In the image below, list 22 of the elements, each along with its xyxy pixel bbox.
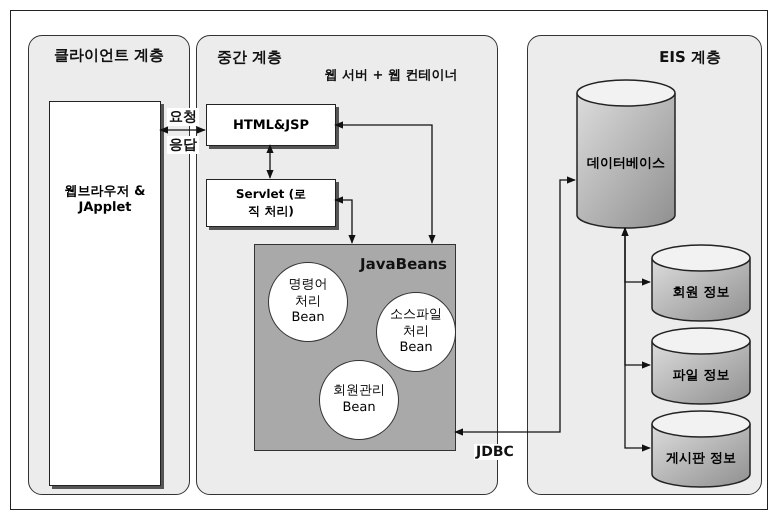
database-cylinder: 파일 정보: [651, 327, 751, 405]
arrow: [159, 126, 206, 134]
arrow: [334, 121, 436, 244]
bean-circle: 회원관리 Bean: [319, 360, 399, 440]
arrow: [621, 227, 651, 452]
component-box: JavaBeans 명령어 처리 Bean 소스파일 처리 Bean 회원관리 Bean: [254, 244, 456, 451]
arrow: [454, 176, 576, 436]
edge-label: JDBC: [474, 444, 516, 460]
response-label: 응답: [167, 136, 199, 154]
bean-circle: 명령어 처리 Bean: [268, 262, 348, 342]
arrow: [266, 144, 274, 179]
process-box: Servlet (로직 처리): [206, 179, 336, 227]
arrow: [334, 196, 356, 244]
database-cylinder: 데이터베이스: [576, 79, 676, 229]
process-box: HTML&JSP: [206, 104, 336, 146]
edge-label: 요청: [167, 108, 199, 126]
bean-circle: 소스파일 처리 Bean: [376, 292, 456, 372]
database-cylinder: 게시판 정보: [651, 410, 751, 488]
database-cylinder: 회원 정보: [651, 244, 751, 322]
tier-panel: EIS 계층 데이터베이스 회원 정보 파일 정보 게시판 정보: [527, 35, 762, 495]
process-box: 웹브라우저 & JApplet: [49, 101, 161, 486]
server-note: 웹 서버 + 웹 컨테이너: [324, 67, 458, 84]
